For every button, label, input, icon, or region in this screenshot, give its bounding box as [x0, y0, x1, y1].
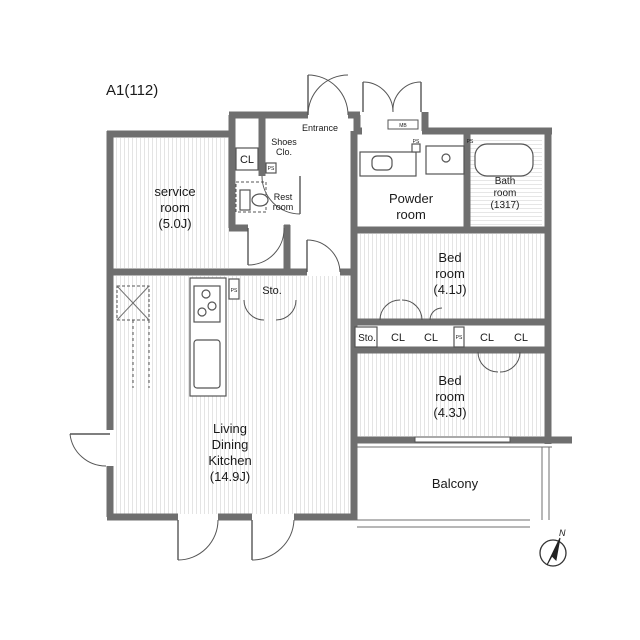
service-room-label: service room (5.0J)	[154, 184, 195, 231]
toilet	[235, 181, 269, 213]
bed-room-1-label: Bed room (4.1J)	[433, 250, 466, 297]
powder-room-label: Powder room	[389, 191, 434, 222]
svg-text:room: room	[273, 202, 294, 212]
svg-text:room: room	[494, 188, 517, 199]
shoes-closet-label: Shoes Clo.	[271, 137, 297, 157]
balcony-label: Balcony	[432, 476, 479, 491]
balcony-sliding-door	[414, 436, 511, 443]
living-floor	[113, 276, 350, 514]
doors	[69, 74, 521, 561]
svg-text:Clo.: Clo.	[276, 147, 292, 157]
mb-label: MB	[399, 123, 407, 129]
ps-label-5: PS	[467, 139, 474, 145]
storage-label-living: Sto.	[262, 285, 282, 297]
svg-text:Shoes: Shoes	[271, 137, 297, 147]
svg-text:Bed: Bed	[438, 250, 461, 265]
meter-box	[387, 119, 419, 130]
svg-text:(14.9J): (14.9J)	[210, 469, 250, 484]
bed-room-1-floor	[357, 234, 542, 320]
svg-text:Bed: Bed	[438, 373, 461, 388]
plan-title: A1(112)	[106, 82, 158, 99]
svg-text:room: room	[160, 200, 190, 215]
bathtub	[474, 143, 534, 177]
service-room-floor	[113, 138, 231, 268]
compass-north-label: N	[559, 528, 566, 538]
entrance-label: Entrance	[302, 123, 338, 133]
storage-label-bed: Sto.	[358, 333, 376, 344]
refrigerator-space	[116, 285, 150, 388]
balcony-outline	[357, 446, 552, 528]
svg-text:room: room	[396, 207, 426, 222]
ps-label-1: PS	[268, 166, 275, 172]
bath-room-label: Bath room (1317)	[491, 176, 520, 211]
ps-label-4: PS	[413, 139, 420, 145]
svg-text:room: room	[435, 389, 465, 404]
svg-text:Kitchen: Kitchen	[208, 453, 251, 468]
closet-label-service: CL	[240, 154, 254, 166]
svg-text:(4.3J): (4.3J)	[433, 405, 466, 420]
ps-label-3: PS	[456, 335, 463, 341]
closet-label-bed1-a: CL	[391, 332, 405, 344]
ps-label-2: PS	[231, 288, 238, 294]
bed-room-2-floor	[357, 352, 542, 436]
storage-boxes	[228, 143, 465, 348]
bed-room-2-label: Bed room (4.3J)	[433, 373, 466, 420]
svg-text:room: room	[435, 266, 465, 281]
north-arrow-icon	[546, 537, 561, 566]
svg-text:(4.1J): (4.1J)	[433, 282, 466, 297]
powder-sink	[359, 145, 465, 177]
kitchen-counter	[189, 277, 227, 397]
svg-text:Bath: Bath	[495, 176, 516, 187]
rest-room-label: Rest room	[273, 192, 294, 212]
closet-label-bed1-b: CL	[424, 332, 438, 344]
svg-text:Rest: Rest	[274, 192, 293, 202]
svg-text:(5.0J): (5.0J)	[158, 216, 191, 231]
svg-text:Powder: Powder	[389, 191, 434, 206]
walls	[106, 111, 572, 521]
svg-text:(1317): (1317)	[491, 200, 520, 211]
svg-text:service: service	[154, 184, 195, 199]
closet-label-bed2-b: CL	[514, 332, 528, 344]
living-label: Living Dining Kitchen (14.9J)	[208, 421, 251, 484]
svg-text:Dining: Dining	[212, 437, 249, 452]
svg-text:Living: Living	[213, 421, 247, 436]
compass: N	[539, 528, 567, 567]
closet-label-bed2-a: CL	[480, 332, 494, 344]
